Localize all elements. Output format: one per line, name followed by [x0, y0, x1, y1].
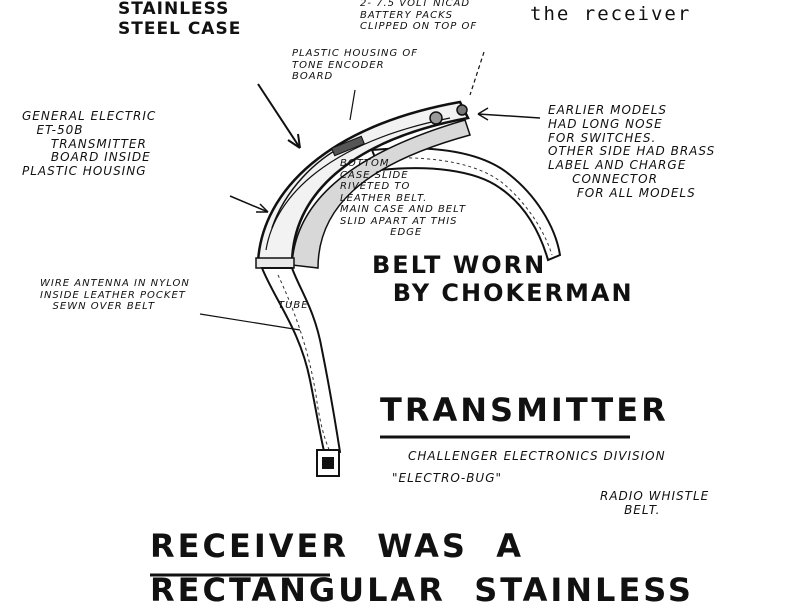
- belt-strap-down: [260, 267, 342, 457]
- antenna-pocket: [277, 274, 331, 453]
- plastic-housing: [291, 119, 471, 269]
- receiver-line-1: RECEIVER WAS A: [150, 527, 525, 565]
- challenger-label: CHALLENGER ELECTRONICS DIVISION: [408, 449, 666, 463]
- nylon-tube-label: TUBE: [278, 300, 309, 311]
- wire-antenna-label: WIRE ANTENNA IN NYLON INSIDE LEATHER POC…: [40, 278, 190, 312]
- bottom-case-label: BOTTOM CASE SLIDE RIVETED TO LEATHER BEL…: [340, 158, 467, 238]
- ge-transmitter-label: GENERAL ELECTRIC ET-50B TRANSMITTER BOAR…: [22, 109, 157, 179]
- radio-whistle-label: RADIO WHISTLE BELT.: [600, 489, 710, 517]
- belt-strap-right: [370, 147, 562, 262]
- steel-case-label: STAINLESS STEEL CASE: [118, 0, 242, 39]
- receiver-line-2: RECTANGULAR STAINLESS: [150, 571, 694, 609]
- receiver-top-label: the receiver: [530, 3, 692, 25]
- belt-worn-label: BELT WORN BY CHOKERMAN: [372, 251, 634, 307]
- earlier-models-label: EARLIER MODELS HAD LONG NOSE FOR SWITCHE…: [548, 103, 716, 200]
- case-label-plate: [331, 135, 365, 157]
- plastic-housing-label: PLASTIC HOUSING OF TONE ENCODER BOARD: [292, 48, 419, 82]
- battery-packs-label: 2- 7.5 VOLT NICAD BATTERY PACKS CLIPPED …: [360, 0, 478, 32]
- electro-bug-label: "ELECTRO-BUG": [392, 471, 503, 485]
- switch-knob: [429, 111, 443, 125]
- transmitter-title: TRANSMITTER: [380, 391, 669, 429]
